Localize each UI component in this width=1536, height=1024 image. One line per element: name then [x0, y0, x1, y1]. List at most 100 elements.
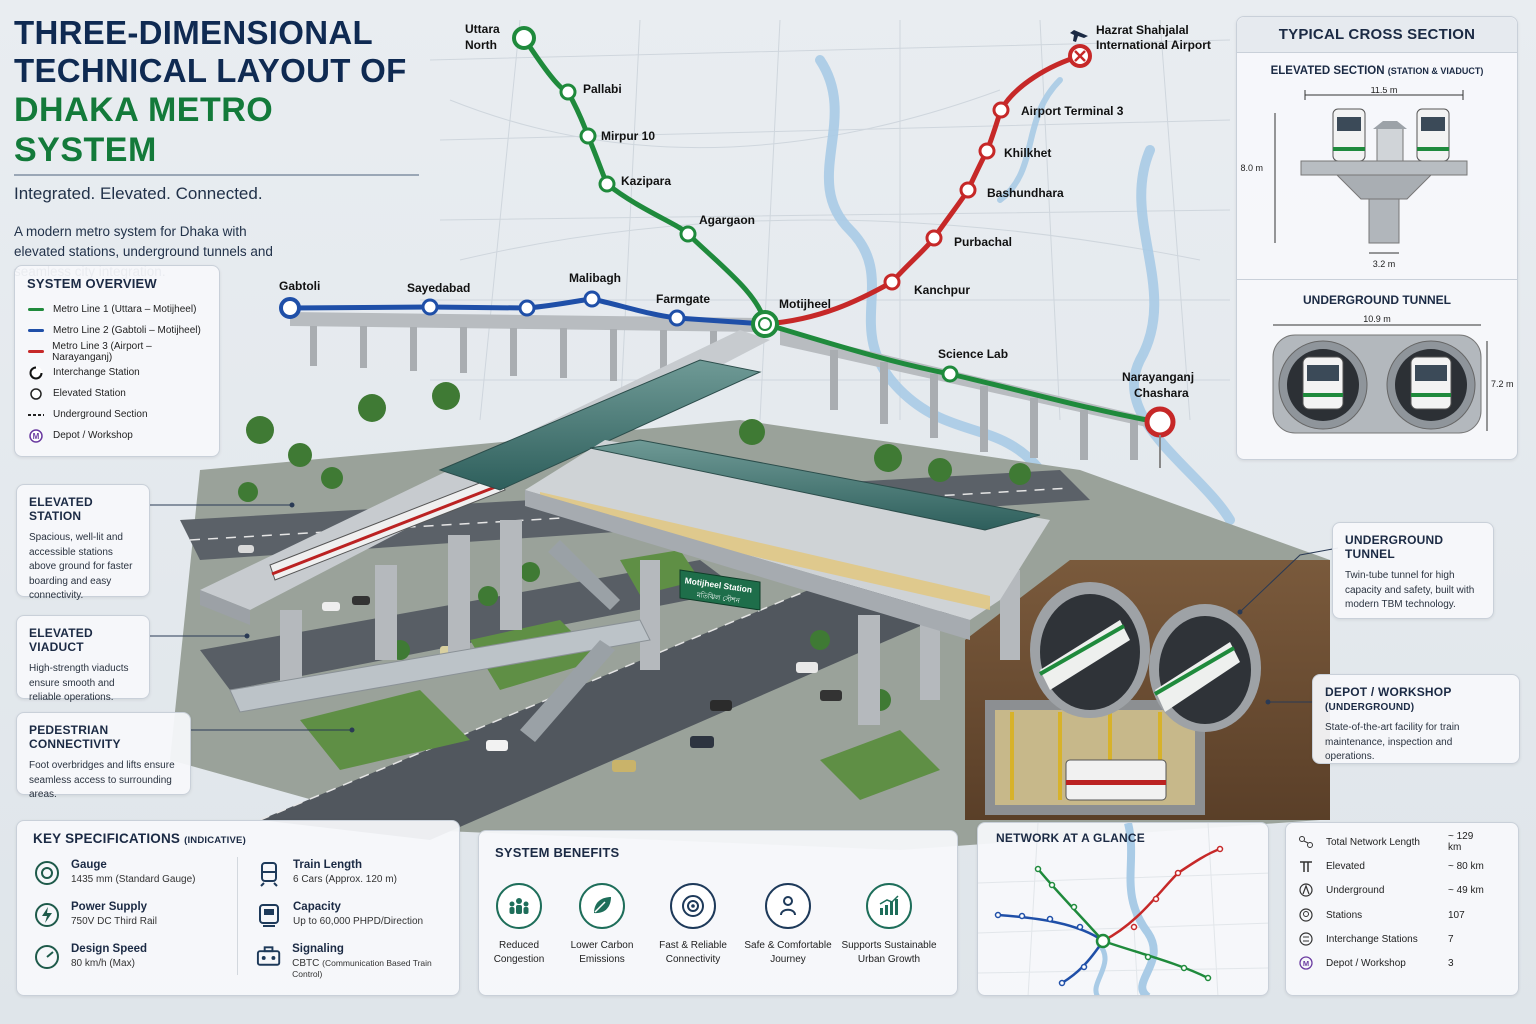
callout-elevated-station: ELEVATED STATION Spacious, well-lit and … [16, 484, 150, 601]
network-interchange-marker [1095, 933, 1111, 949]
station-labels: Uttara North Pallabi Mirpur 10 Kazipara … [279, 22, 1211, 400]
tunnel-section-diagram: 10.9 m 7.2 m [1272, 314, 1514, 434]
callout-elevated-station-title: ELEVATED STATION [29, 495, 93, 523]
underground-icon [1299, 883, 1313, 897]
tunnel-section-heading: UNDERGROUND TUNNEL [1303, 293, 1451, 307]
legend-elevated: Elevated Station [27, 383, 207, 404]
station-farmgate-marker [668, 309, 686, 327]
label-terminal3: Airport Terminal 3 [1021, 104, 1124, 118]
callout-depot-text: State-of-the-art facility for train main… [1325, 722, 1460, 762]
label-khilkhet: Khilkhet [1004, 146, 1051, 160]
legend-line-1: Metro Line 1 (Uttara – Motijheel) [27, 299, 207, 320]
svg-text:M: M [33, 432, 40, 441]
callout-elevated-viaduct-title: ELEVATED VIADUCT [29, 626, 93, 654]
elevated-width-label: 11.5 m [1371, 87, 1398, 95]
callout-elevated-viaduct: ELEVATED VIADUCT High-strength viaducts … [16, 615, 150, 703]
station-kazipara-marker [598, 175, 616, 193]
station-purbachal-marker [925, 229, 943, 247]
callout-leaders [150, 502, 1339, 733]
callout-elevated-station-text: Spacious, well-lit and accessible statio… [29, 532, 133, 601]
cross-section-title: TYPICAL CROSS SECTION [1278, 26, 1476, 43]
label-malibagh: Malibagh [569, 271, 621, 285]
trees [238, 382, 1031, 711]
elevated-station-icon [30, 387, 42, 400]
people-icon [509, 898, 529, 914]
label-narayanganj-2: Chashara [1134, 386, 1189, 400]
label-kazipara: Kazipara [621, 174, 671, 188]
legend-line-2: Metro Line 2 (Gabtoli – Motijheel) [27, 320, 207, 341]
airplane-icon [1070, 30, 1088, 42]
station-pallabi-marker [559, 83, 577, 101]
station-khilkhet-marker [978, 142, 996, 160]
title-line-1: THREE-DIMENSIONAL [14, 14, 373, 51]
station-malibagh-marker [583, 290, 601, 308]
stat-elevated: Elevated~ 80 km [1298, 859, 1488, 873]
elevated-height-label: 8.0 m [1240, 163, 1263, 173]
label-purbachal: Purbachal [954, 235, 1012, 249]
river [815, 55, 1235, 525]
label-sciencelab: Science Lab [938, 347, 1008, 361]
elevated-station-structure [200, 330, 1050, 742]
passenger-icon [780, 896, 796, 916]
elevated-section-diagram: 11.5 m 8.0 m 3.2 m [1240, 87, 1468, 269]
svg-text:M: M [1303, 959, 1309, 968]
legend-underground: Underground Section [27, 404, 207, 425]
lightning-icon [35, 903, 59, 927]
depot-icon: M [29, 428, 43, 443]
elevated-pier-label: 3.2 m [1373, 259, 1396, 269]
system-overview-title: SYSTEM OVERVIEW [27, 276, 157, 291]
label-uttara-north: North [465, 38, 497, 52]
train-icon [260, 862, 278, 887]
label-airport-1: Hazrat Shahjalal [1096, 23, 1189, 37]
station-narayanganj-marker [1144, 406, 1176, 438]
label-mirpur10: Mirpur 10 [601, 129, 655, 143]
station-sayedabad2-marker [518, 299, 536, 317]
key-specs-title: KEY SPECIFICATIONS (INDICATIVE) [33, 831, 246, 846]
cars [238, 545, 842, 772]
underground-cutaway [965, 560, 1330, 820]
label-uttara: Uttara [465, 22, 500, 36]
station-sciencelab-marker [941, 365, 959, 383]
speed-icon [35, 945, 59, 969]
label-farmgate: Farmgate [656, 292, 710, 306]
legend-line-3: Metro Line 3 (Airport – Narayanganj) [27, 341, 207, 363]
station-mirpur10-marker [579, 127, 597, 145]
label-sayedabad: Sayedabad [407, 281, 470, 295]
label-motijheel: Motijheel [779, 297, 831, 311]
label-kanchpur: Kanchpur [914, 283, 970, 297]
stat-total-length: Total Network Length~ 129 km [1298, 831, 1488, 853]
benefits-title: SYSTEM BENEFITS [495, 845, 620, 860]
stats-panel: Total Network Length~ 129 km Elevated~ 8… [1285, 822, 1519, 996]
network-mini-map [978, 823, 1268, 995]
system-overview-panel: SYSTEM OVERVIEW Metro Line 1 (Uttara – M… [14, 265, 220, 457]
capacity-icon [259, 904, 279, 927]
stat-underground: Underground~ 49 km [1298, 883, 1488, 897]
label-gabtoli: Gabtoli [279, 279, 320, 293]
leaf-icon [594, 897, 611, 914]
callout-pedestrian-text: Foot overbridges and lifts ensure seamle… [29, 760, 175, 800]
label-pallabi: Pallabi [583, 82, 622, 96]
title-line-3: DHAKA METRO SYSTEM [14, 91, 274, 169]
callout-underground-tunnel-text: Twin-tube tunnel for high capacity and s… [1345, 570, 1475, 610]
network-panel: NETWORK AT A GLANCE [977, 822, 1269, 996]
cross-section-divider [1237, 279, 1517, 280]
label-agargaon: Agargaon [699, 213, 755, 227]
growth-icon [879, 895, 899, 915]
tunnel-width-label: 10.9 m [1363, 314, 1391, 324]
station-bashundhara-marker [959, 181, 977, 199]
legend-interchange: Interchange Station [27, 362, 207, 383]
callout-depot: DEPOT / WORKSHOP (UNDERGROUND) State-of-… [1312, 674, 1520, 764]
depot-stat-icon: M [1299, 956, 1313, 970]
callout-pedestrian-title: PEDESTRIAN CONNECTIVITY [29, 723, 121, 751]
elevated-icon [1300, 861, 1312, 872]
